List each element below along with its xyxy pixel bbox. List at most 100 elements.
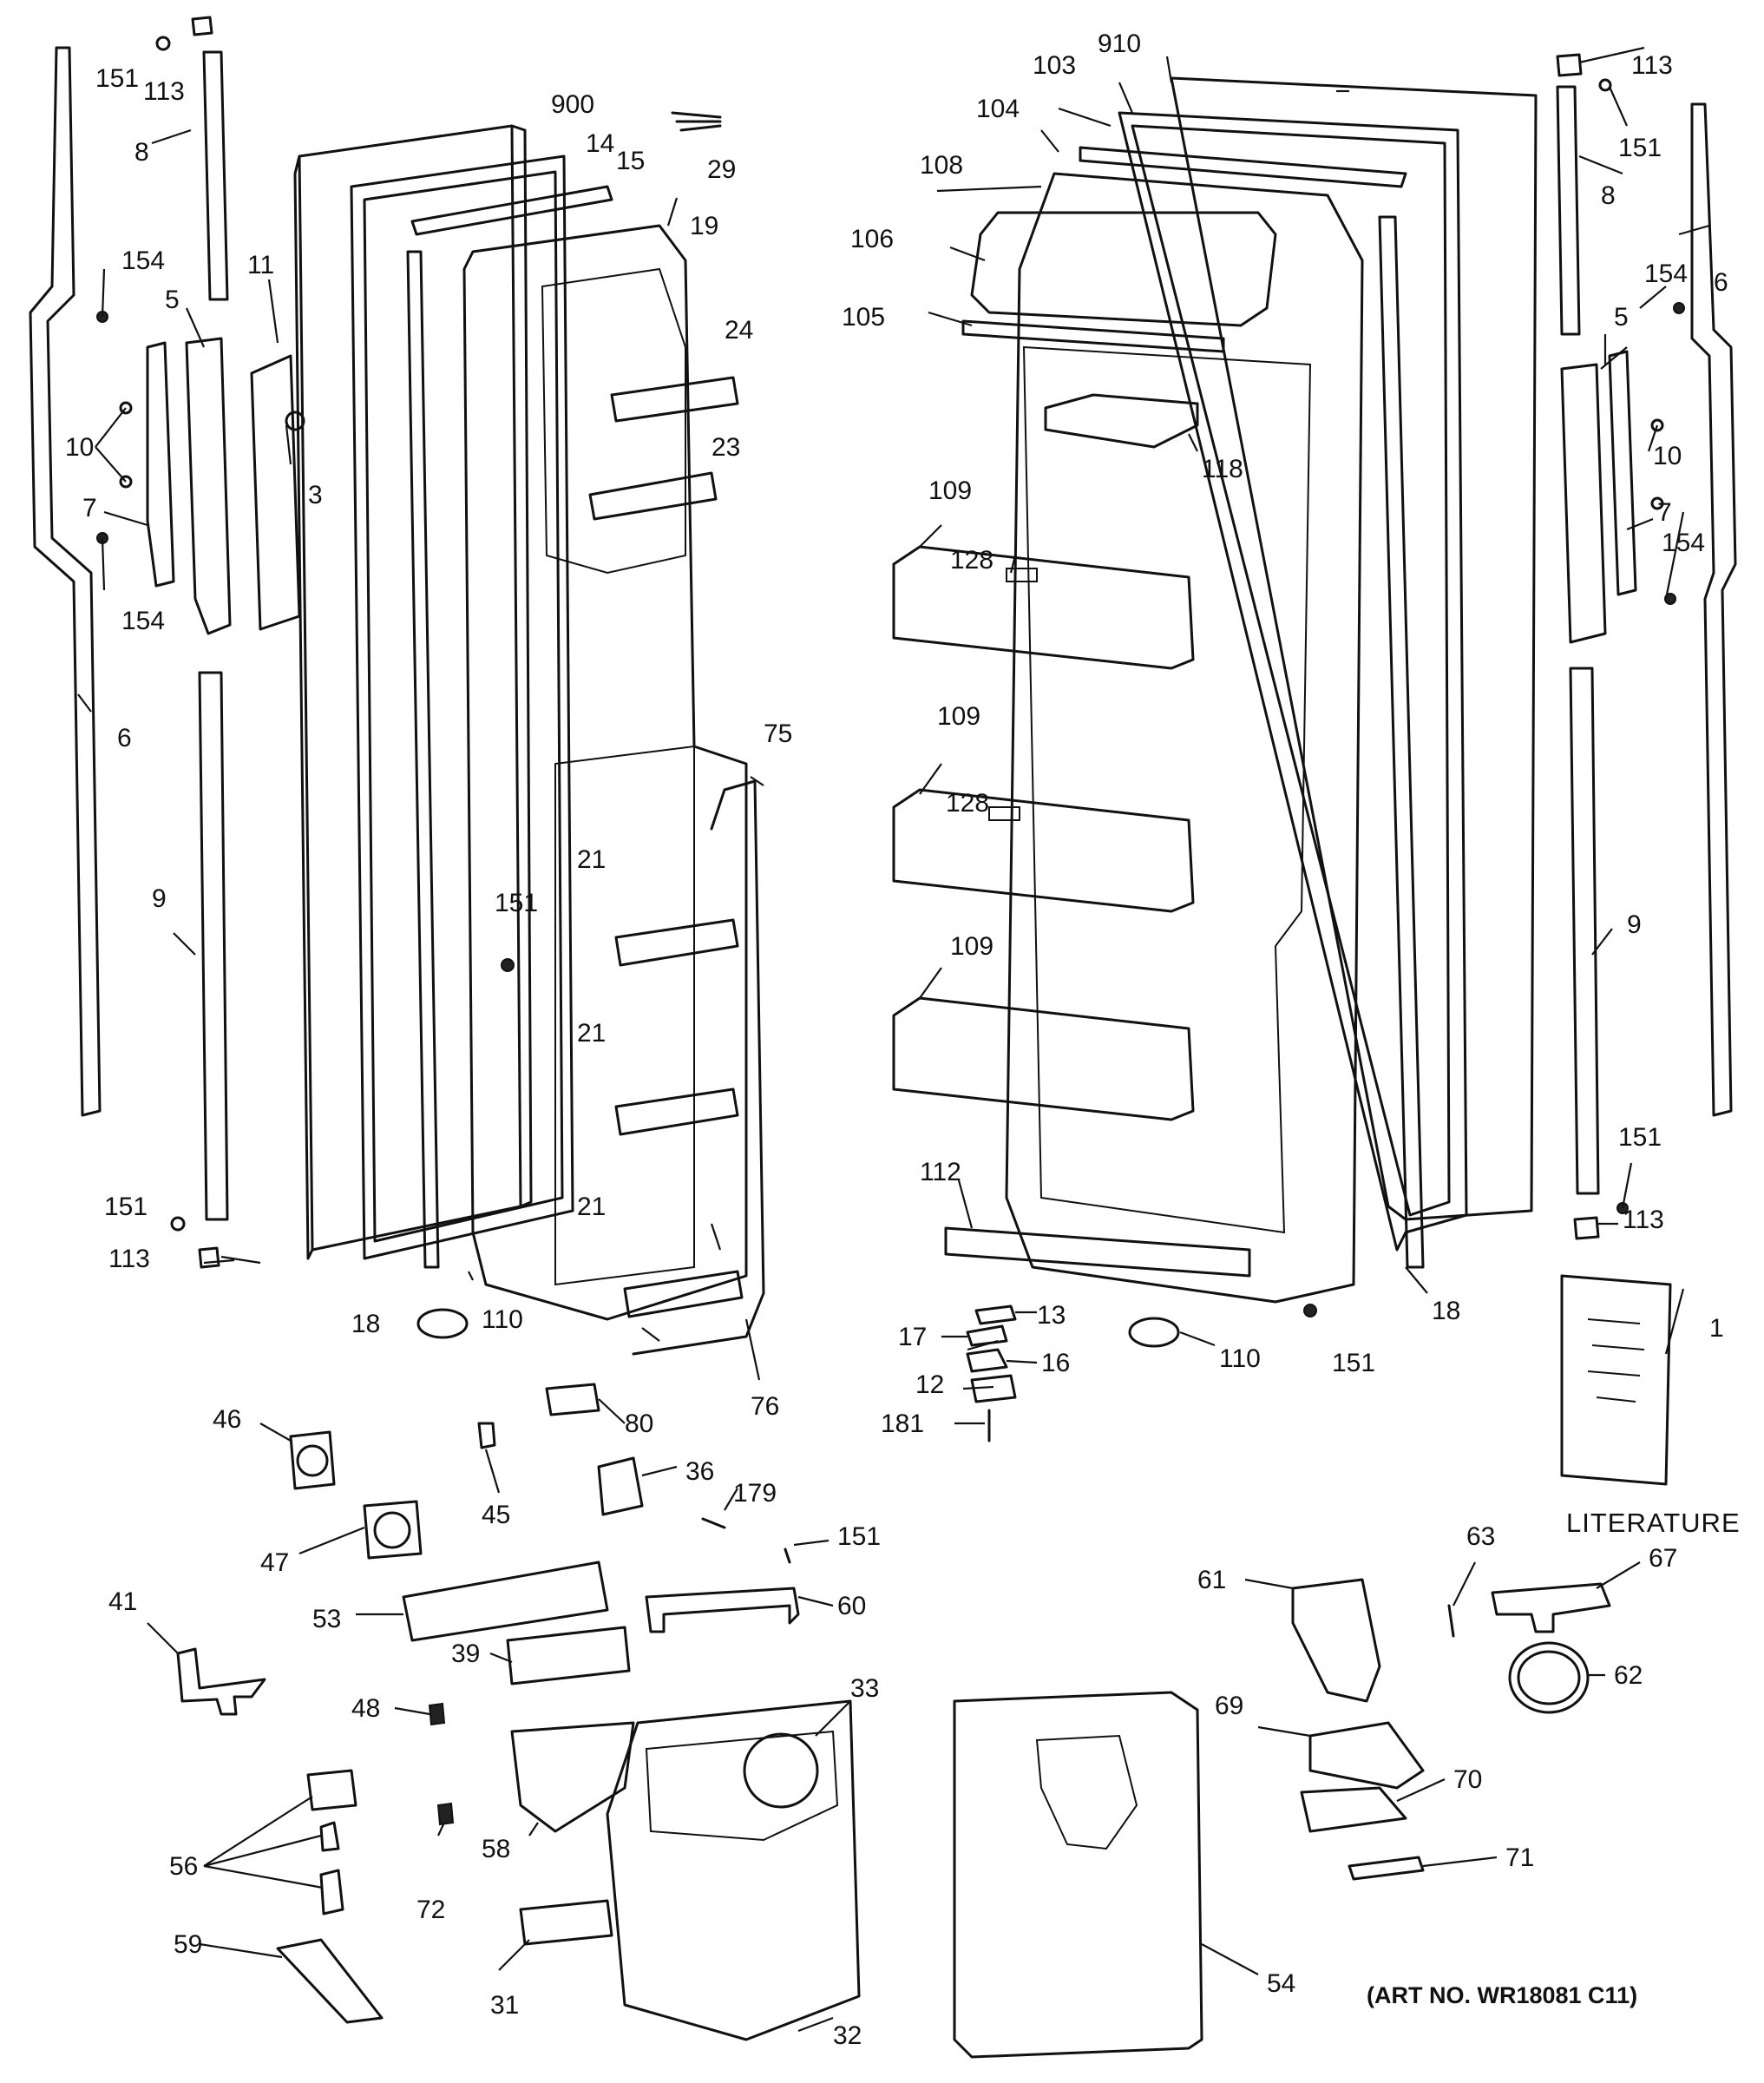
clip-48	[428, 1702, 446, 1726]
hinge-17	[966, 1324, 1008, 1347]
callout-9-right: 9	[1627, 910, 1642, 939]
handle-5-left	[185, 337, 232, 635]
fitting-80	[545, 1383, 600, 1416]
callout-113-bottom-right: 113	[1623, 1206, 1664, 1234]
callout-80: 80	[625, 1409, 653, 1438]
bin-109-b	[892, 788, 1195, 913]
handle-7-left	[146, 341, 175, 588]
housing-32	[606, 1699, 861, 2041]
trim-6-right	[1690, 102, 1737, 1117]
callout-104: 104	[976, 95, 1020, 123]
clip-72	[436, 1802, 455, 1826]
door-69	[1308, 1721, 1425, 1790]
callout-31: 31	[490, 1991, 519, 2020]
water-tube-75	[632, 779, 765, 1356]
callout-18-left: 18	[351, 1310, 380, 1338]
screw-151-dispenser	[784, 1547, 791, 1564]
door-seal-18-right	[1378, 215, 1425, 1269]
lamp-56-c	[319, 1869, 344, 1915]
callout-11: 11	[247, 251, 274, 279]
callout-109-a: 109	[928, 476, 972, 505]
freezer-door-shell	[293, 124, 533, 1260]
callout-41: 41	[108, 1587, 137, 1616]
bracket-41	[176, 1647, 266, 1716]
callout-10-left: 10	[65, 433, 94, 462]
callout-151-top-left: 151	[95, 64, 139, 93]
strip-71	[1348, 1856, 1425, 1881]
callout-8-right: 8	[1601, 181, 1616, 210]
hinge-12	[970, 1374, 1017, 1403]
cap-113-bottom-right	[1573, 1216, 1600, 1240]
breaker-strip	[410, 185, 613, 236]
callout-108: 108	[920, 151, 963, 180]
literature-group	[1560, 1274, 1672, 1486]
callout-5-right: 5	[1614, 303, 1629, 332]
callout-128-a: 128	[950, 546, 993, 575]
screw-154-right-lower	[1664, 593, 1676, 605]
bin-109-c	[892, 996, 1195, 1121]
callout-3: 3	[308, 481, 323, 509]
literature-text-lines	[1587, 1318, 1645, 1403]
fountain-front-54	[953, 1691, 1203, 2059]
callout-15: 15	[616, 147, 645, 175]
hinge-16	[966, 1348, 1008, 1373]
callout-910: 910	[1098, 30, 1141, 58]
callout-103: 103	[1033, 51, 1076, 80]
screw-151-hinge	[1303, 1304, 1317, 1317]
handle-5-right	[1560, 363, 1607, 644]
callout-48: 48	[351, 1694, 380, 1723]
freezer-door-group	[293, 111, 765, 1416]
callout-62: 62	[1614, 1661, 1643, 1690]
callout-58: 58	[482, 1835, 510, 1863]
ring-62-inner	[1517, 1650, 1581, 1705]
cap-113-top-left	[191, 16, 213, 36]
callout-113-bottom-left: 113	[108, 1245, 150, 1273]
callout-29: 29	[707, 155, 736, 184]
callout-9-left: 9	[152, 884, 167, 913]
bracket-67	[1491, 1582, 1611, 1633]
callout-16: 16	[1041, 1349, 1070, 1377]
right-handle-group	[1556, 53, 1737, 1240]
fresh-food-gasket	[1118, 111, 1468, 1252]
fresh-food-liner-inner	[1022, 345, 1312, 1234]
clip-128-a	[1006, 568, 1038, 582]
shelf-24	[610, 376, 739, 423]
art-number: (ART NO. WR18081 C11)	[1367, 1982, 1637, 2008]
callout-46: 46	[213, 1405, 241, 1434]
callout-6-left: 6	[117, 724, 132, 752]
dispenser-parts-group	[176, 1422, 861, 2041]
callout-113-top-right: 113	[1631, 51, 1673, 80]
cap-113-bottom-left	[198, 1246, 220, 1269]
ring-62	[1508, 1641, 1590, 1714]
callout-21-b: 21	[577, 1019, 606, 1048]
tray-118	[1044, 393, 1199, 449]
callout-151-dispenser: 151	[837, 1522, 881, 1551]
callout-109-b: 109	[937, 702, 980, 731]
breaker-strip-104	[1079, 146, 1407, 188]
callout-numbers: 151 113 8 154 5 11 10 3 7 154 6 9 151 11…	[65, 30, 1740, 2050]
callout-7-left: 7	[82, 494, 97, 522]
callout-59: 59	[174, 1930, 202, 1959]
screw-154-right-upper	[1673, 302, 1685, 314]
handle-7-right	[1608, 350, 1637, 596]
lamp-56-b	[319, 1821, 340, 1852]
callout-17: 17	[898, 1323, 927, 1351]
callout-23: 23	[712, 433, 740, 462]
fresh-food-liner	[1005, 172, 1364, 1304]
rail-112	[944, 1226, 1251, 1278]
callout-39: 39	[451, 1639, 480, 1668]
freezer-liner-inner	[541, 267, 695, 1286]
bar-60	[645, 1587, 800, 1633]
bracket-47	[363, 1500, 423, 1560]
shelf-21-c	[623, 1270, 744, 1318]
door-stop-110-left	[416, 1308, 469, 1339]
trim-6-left	[29, 46, 102, 1117]
knob-46	[289, 1430, 336, 1490]
callout-67: 67	[1649, 1544, 1677, 1573]
door-seal-18-left	[406, 250, 440, 1269]
knob-46-dial	[296, 1444, 329, 1477]
callout-110-right: 110	[1219, 1344, 1261, 1373]
callout-71: 71	[1505, 1843, 1534, 1872]
callout-181: 181	[881, 1409, 924, 1438]
